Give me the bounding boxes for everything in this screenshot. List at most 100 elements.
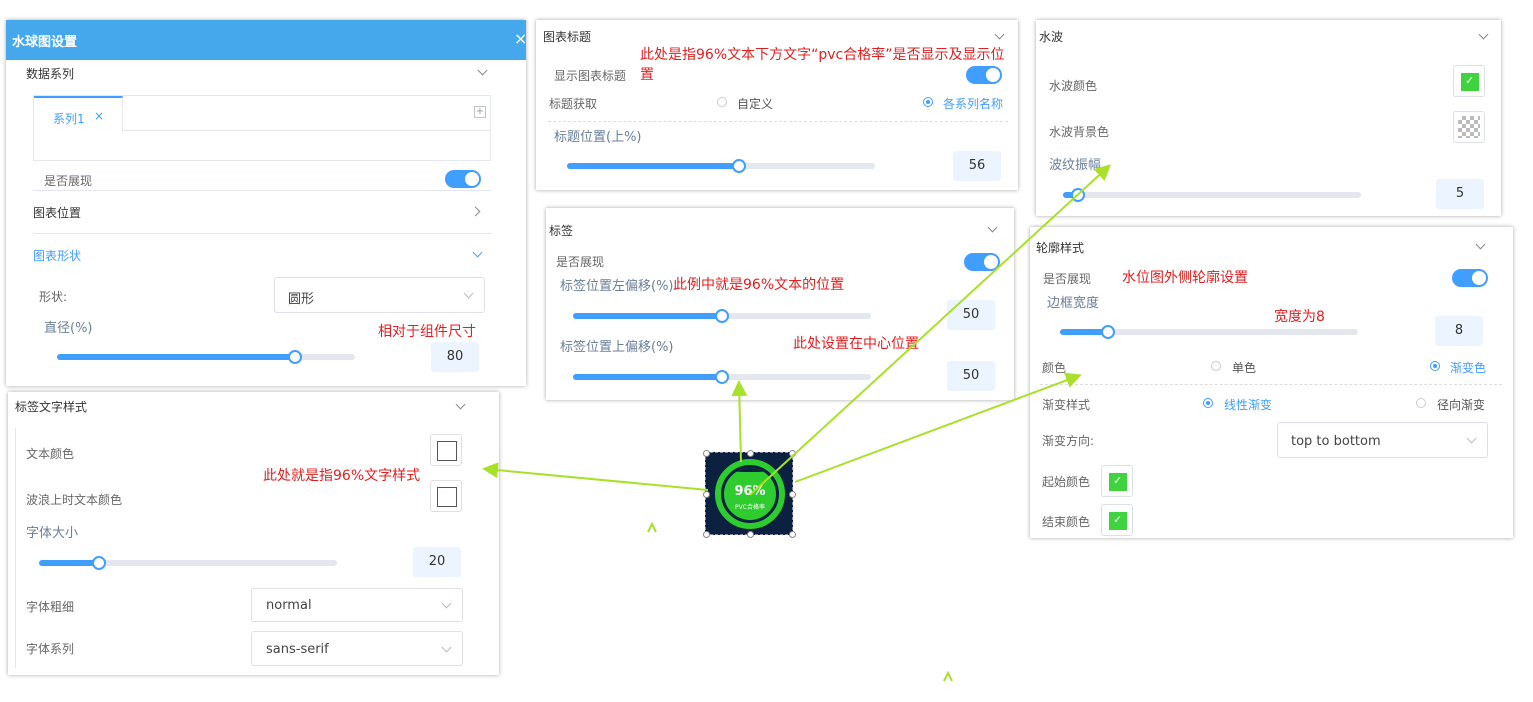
left-offset-slider[interactable] <box>573 309 871 323</box>
left-offset-slider-fill <box>573 313 722 319</box>
radio-custom-label[interactable]: 自定义 <box>737 97 774 111</box>
amplitude-input[interactable]: 5 <box>1436 179 1484 209</box>
chevron-down-icon[interactable] <box>1478 29 1489 40</box>
panel-title: 轮廓样式 <box>1036 241 1085 255</box>
series-show-row: 是否展现 <box>33 166 491 191</box>
wave-bg-color-label: 水波背景色 <box>1049 125 1110 139</box>
chevron-right-icon[interactable] <box>470 206 481 217</box>
chart-shape-header[interactable]: 图表形状 <box>33 249 82 263</box>
title-position-input[interactable]: 56 <box>953 151 1001 181</box>
resize-handle[interactable] <box>747 531 754 538</box>
font-size-slider-handle[interactable] <box>91 556 106 570</box>
border-width-slider-handle[interactable] <box>1100 325 1115 339</box>
chevron-down-icon <box>441 642 452 653</box>
chevron-down-icon[interactable] <box>477 65 488 76</box>
font-family-select[interactable]: sans-serif <box>251 631 463 666</box>
font-family-value: sans-serif <box>266 642 329 657</box>
resize-handle[interactable] <box>703 450 710 457</box>
title-position-slider[interactable] <box>567 159 875 173</box>
left-offset-label: 标签位置左偏移(%) <box>560 279 674 294</box>
left-offset-input[interactable]: 50 <box>947 300 995 330</box>
end-color-picker[interactable]: ✓ <box>1101 504 1133 536</box>
outline-style-panel: 轮廓样式 是否展现 水位图外侧轮廓设置 边框宽度 宽度为8 8 颜色 单色 渐变… <box>1030 227 1513 538</box>
check-icon: ✓ <box>1113 474 1123 487</box>
data-series-header[interactable]: 数据系列 <box>26 67 75 81</box>
font-size-input[interactable]: 20 <box>413 547 461 577</box>
border-width-slider[interactable] <box>1060 325 1358 339</box>
water-ball-settings-panel: 水球图设置 × 数据系列 系列1 × + 是否展现 图表位置 图表形状 形状: … <box>6 20 528 386</box>
font-size-slider[interactable] <box>39 556 337 570</box>
show-toggle[interactable] <box>964 253 1000 271</box>
font-weight-select[interactable]: normal <box>251 588 463 622</box>
radio-radial-gradient-label[interactable]: 径向渐变 <box>1437 398 1486 412</box>
resize-handle[interactable] <box>789 491 796 498</box>
top-offset-slider-handle[interactable] <box>715 370 729 384</box>
chevron-down-icon[interactable] <box>472 247 483 258</box>
close-icon[interactable]: × <box>514 29 528 48</box>
wave-color-picker[interactable]: ✓ <box>1453 65 1485 97</box>
shape-select[interactable]: 圆形 <box>274 277 485 313</box>
wave-bg-color-picker[interactable] <box>1453 111 1485 143</box>
radio-gradient-color[interactable] <box>1430 361 1440 371</box>
series-tab-1[interactable]: 系列1 × <box>34 96 123 132</box>
resize-handle[interactable] <box>747 450 754 457</box>
shape-select-value: 圆形 <box>288 292 315 307</box>
radio-radial-gradient[interactable] <box>1416 398 1426 408</box>
chevron-down-icon <box>441 598 452 609</box>
chevron-down-icon[interactable] <box>994 29 1005 40</box>
wave-text-color-label: 波浪上时文本颜色 <box>26 493 123 507</box>
show-toggle[interactable] <box>1452 269 1488 287</box>
divider <box>33 233 491 234</box>
show-title-toggle[interactable] <box>966 66 1002 84</box>
radio-gradient-color-label[interactable]: 渐变色 <box>1450 361 1487 375</box>
diameter-annotation: 相对于组件尺寸 <box>378 324 476 340</box>
top-offset-label: 标签位置上偏移(%) <box>560 340 674 355</box>
diameter-slider[interactable] <box>57 350 355 364</box>
resize-handle[interactable] <box>789 450 796 457</box>
add-series-button[interactable]: + <box>474 106 486 118</box>
resize-handle[interactable] <box>789 531 796 538</box>
diameter-slider-handle[interactable] <box>288 350 303 364</box>
amplitude-slider-handle[interactable] <box>1070 188 1085 202</box>
gradient-direction-select[interactable]: top to bottom <box>1277 422 1488 458</box>
tab-close-icon[interactable]: × <box>94 109 105 123</box>
top-offset-slider[interactable] <box>573 370 871 384</box>
chevron-down-icon[interactable] <box>455 399 466 410</box>
radio-custom[interactable] <box>717 97 727 107</box>
show-title-label: 显示图表标题 <box>554 69 627 83</box>
top-offset-slider-fill <box>573 374 722 380</box>
liquid-fill-preview[interactable]: 96% PVC合格率 <box>703 450 796 538</box>
radio-linear-gradient[interactable] <box>1203 398 1213 408</box>
radio-single-color-label[interactable]: 单色 <box>1232 361 1257 375</box>
radio-single-color[interactable] <box>1211 361 1221 371</box>
resize-handle[interactable] <box>703 531 710 538</box>
end-color-label: 结束颜色 <box>1042 515 1091 529</box>
border-width-input[interactable]: 8 <box>1435 316 1483 346</box>
title-position-slider-handle[interactable] <box>732 159 747 173</box>
text-color-label: 文本颜色 <box>26 447 75 461</box>
left-offset-slider-handle[interactable] <box>715 309 729 323</box>
radio-series-name[interactable] <box>923 97 933 107</box>
font-size-slider-fill <box>39 560 99 566</box>
label-position-annotation: 此例中就是96%文本的位置 <box>673 277 845 293</box>
label-panel: 标签 是否展现 标签位置左偏移(%) 此例中就是96%文本的位置 50 标签位置… <box>546 208 1014 400</box>
radio-linear-gradient-label[interactable]: 线性渐变 <box>1224 398 1273 412</box>
font-size-label: 字体大小 <box>26 526 79 541</box>
top-offset-input[interactable]: 50 <box>947 361 995 391</box>
chart-position-header[interactable]: 图表位置 <box>33 206 82 220</box>
title-position-label: 标题位置(上%) <box>554 130 642 145</box>
resize-handle[interactable] <box>703 491 710 498</box>
diameter-input[interactable]: 80 <box>431 342 479 372</box>
gradient-style-label: 渐变样式 <box>1042 398 1091 412</box>
tab-divider <box>123 130 491 131</box>
start-color-picker[interactable]: ✓ <box>1101 465 1133 497</box>
radio-series-name-label[interactable]: 各系列名称 <box>943 97 1004 111</box>
divider <box>1040 384 1502 385</box>
wave-text-color-picker[interactable] <box>430 480 462 512</box>
amplitude-slider[interactable] <box>1063 188 1361 202</box>
show-toggle[interactable] <box>445 170 481 188</box>
text-color-picker[interactable] <box>430 434 462 466</box>
chevron-down-icon[interactable] <box>1475 239 1486 250</box>
chevron-down-icon[interactable] <box>987 222 998 233</box>
diameter-label: 直径(%) <box>44 321 93 336</box>
